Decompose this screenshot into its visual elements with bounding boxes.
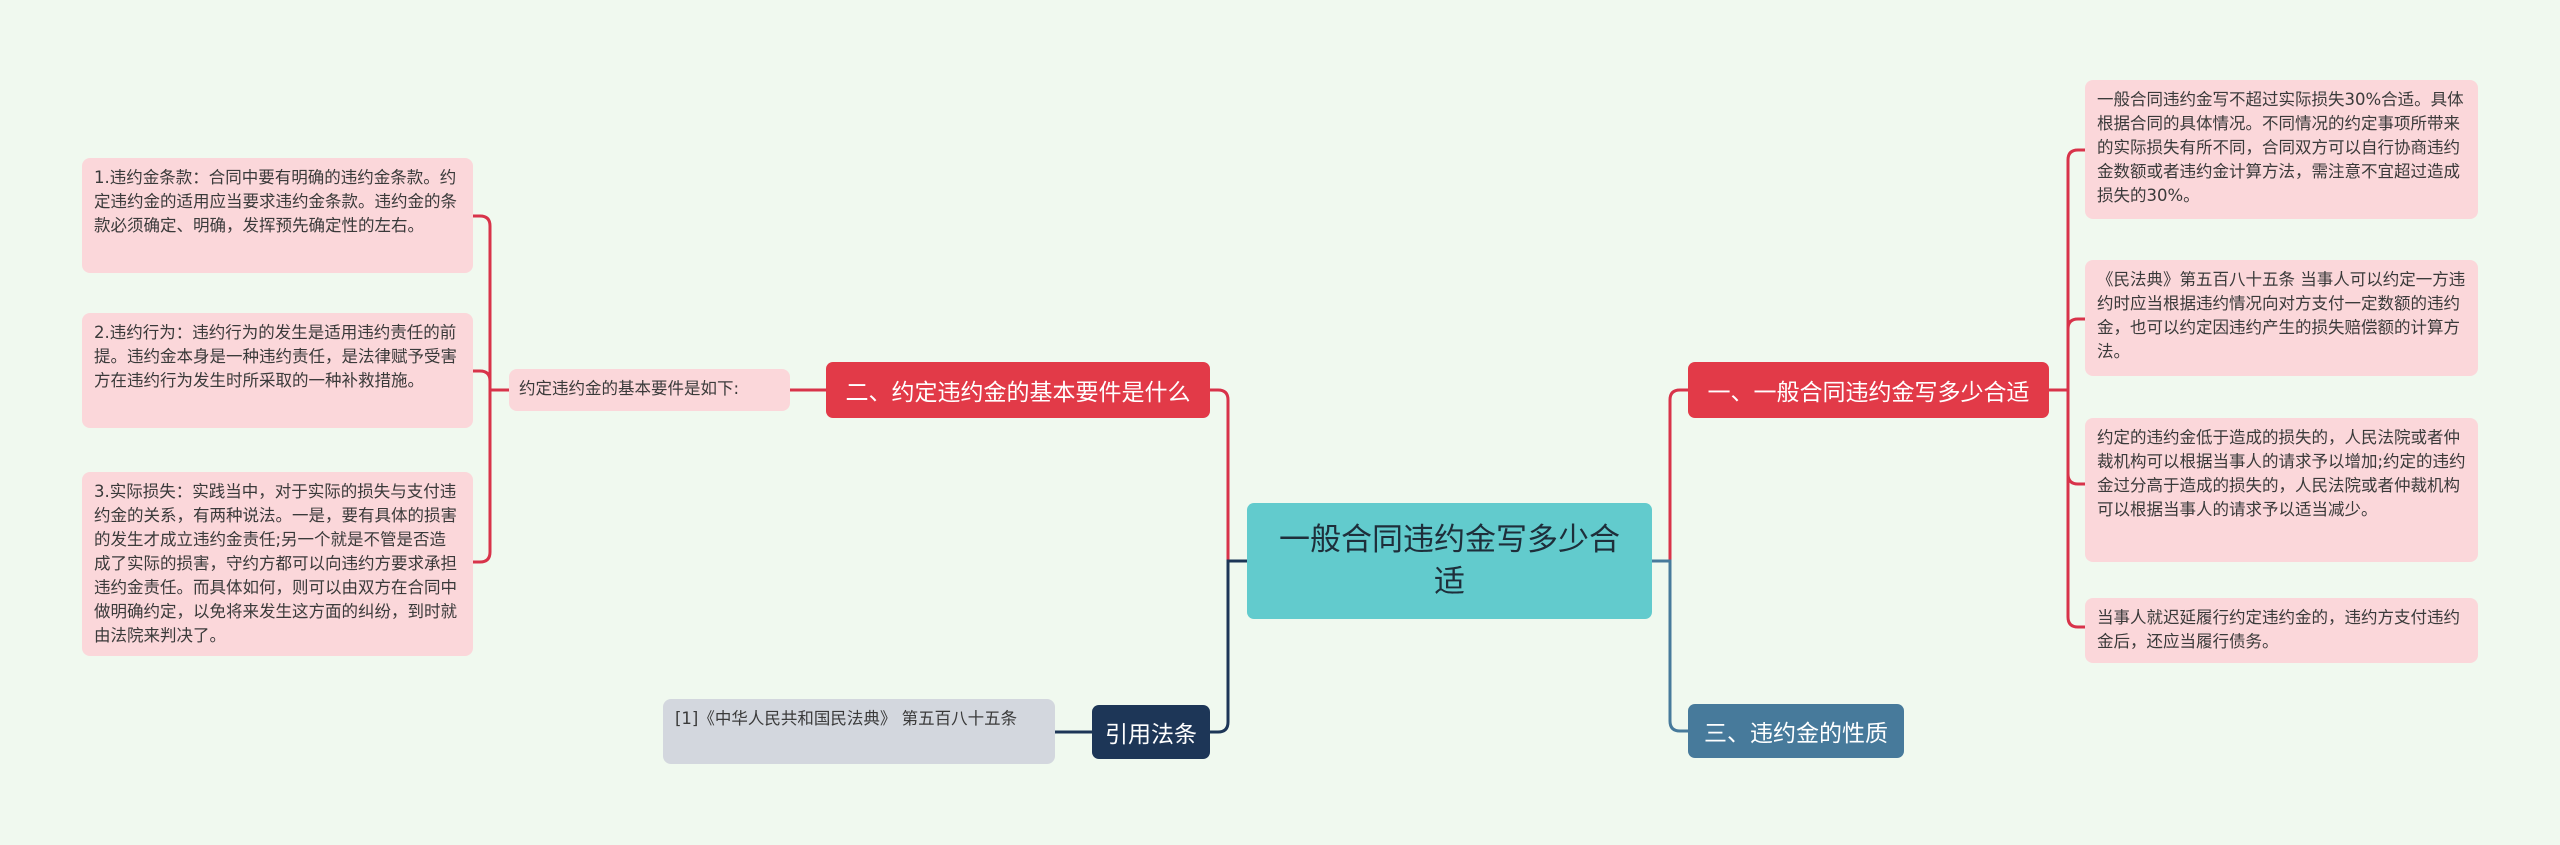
branch-basic-requirements[interactable]: 二、约定违约金的基本要件是什么 — [826, 362, 1210, 418]
branch-label: 三、违约金的性质 — [1704, 721, 1888, 747]
item-text: 约定的违约金低于造成的损失的，人民法院或者仲裁机构可以根据当事人的请求予以增加;… — [2097, 428, 2466, 519]
item-text: [1]《中华人民共和国民法典》 第五百八十五条 — [675, 709, 1018, 728]
item-text: 当事人就迟延履行约定违约金的，违约方支付违约金后，还应当履行债务。 — [2097, 608, 2460, 651]
branch-label: 一、一般合同违约金写多少合适 — [1707, 380, 2030, 406]
how-much-item-2[interactable]: 《民法典》第五百八十五条 当事人可以约定一方违约时应当根据违约情况向对方支付一定… — [2085, 260, 2478, 376]
central-topic-label: 一般合同违约金写多少合适 — [1279, 522, 1620, 600]
requirement-item-2[interactable]: 2.违约行为：违约行为的发生是适用违约责任的前提。违约金本身是一种违约责任，是法… — [82, 313, 473, 428]
item-text: 一般合同违约金写不超过实际损失30%合适。具体根据合同的具体情况。不同情况的约定… — [2097, 90, 2464, 205]
how-much-item-3[interactable]: 约定的违约金低于造成的损失的，人民法院或者仲裁机构可以根据当事人的请求予以增加;… — [2085, 418, 2478, 562]
requirement-item-3[interactable]: 3.实际损失：实践当中，对于实际的损失与支付违约金的关系，有两种说法。一是，要有… — [82, 472, 473, 656]
branch-label: 引用法条 — [1105, 722, 1197, 748]
item-text: 1.违约金条款：合同中要有明确的违约金条款。约定违约金的适用应当要求违约金条款。… — [94, 168, 457, 235]
branch-nature[interactable]: 三、违约金的性质 — [1688, 704, 1904, 758]
item-text: 2.违约行为：违约行为的发生是适用违约责任的前提。违约金本身是一种违约责任，是法… — [94, 323, 457, 390]
how-much-item-4[interactable]: 当事人就迟延履行约定违约金的，违约方支付违约金后，还应当履行债务。 — [2085, 598, 2478, 663]
requirement-item-1[interactable]: 1.违约金条款：合同中要有明确的违约金条款。约定违约金的适用应当要求违约金条款。… — [82, 158, 473, 273]
central-topic[interactable]: 一般合同违约金写多少合适 — [1247, 503, 1652, 619]
how-much-item-1[interactable]: 一般合同违约金写不超过实际损失30%合适。具体根据合同的具体情况。不同情况的约定… — [2085, 80, 2478, 219]
citation-item[interactable]: [1]《中华人民共和国民法典》 第五百八十五条 — [663, 699, 1055, 764]
intro-text: 约定违约金的基本要件是如下: — [519, 379, 740, 398]
branch-citation[interactable]: 引用法条 — [1092, 705, 1210, 759]
requirements-intro[interactable]: 约定违约金的基本要件是如下: — [509, 369, 790, 411]
branch-how-much[interactable]: 一、一般合同违约金写多少合适 — [1688, 362, 2049, 418]
item-text: 3.实际损失：实践当中，对于实际的损失与支付违约金的关系，有两种说法。一是，要有… — [94, 482, 457, 645]
item-text: 《民法典》第五百八十五条 当事人可以约定一方违约时应当根据违约情况向对方支付一定… — [2097, 270, 2466, 361]
branch-label: 二、约定违约金的基本要件是什么 — [845, 380, 1191, 406]
